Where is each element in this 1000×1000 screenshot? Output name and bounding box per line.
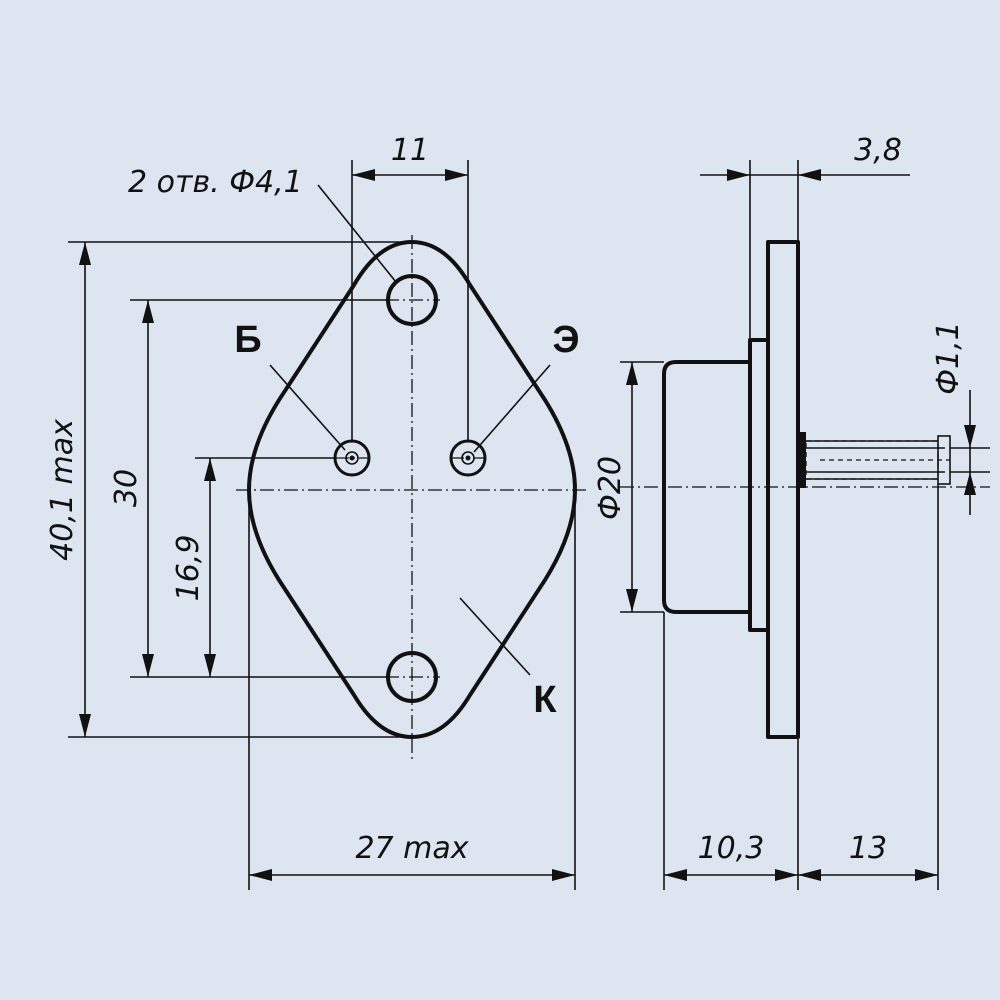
dim-hole-spacing: 11: [352, 133, 468, 181]
dim-mount-spacing-value: 30: [109, 469, 144, 507]
dim-width: 27 max: [249, 831, 575, 881]
dim-cap-diameter: Ф20: [593, 362, 638, 612]
dim-flange-thickness-value: 3,8: [854, 133, 902, 168]
dim-cap-diameter-value: Ф20: [593, 456, 628, 520]
dim-body-depth-value: 10,3: [698, 831, 765, 866]
dim-total-height: 40,1 max: [45, 242, 91, 737]
dim-body-depth: 10,3: [664, 831, 798, 881]
dim-mount-spacing: 30: [109, 300, 154, 677]
front-view: 11 2 отв. Ф4,1 40,1 max 30 16,9: [45, 133, 590, 890]
dim-hole-spacing-value: 11: [391, 133, 429, 168]
pin-stub: [798, 432, 806, 488]
dim-width-value: 27 max: [355, 831, 468, 866]
side-view: 3,8 Ф1,1 Ф20 10,3 13: [593, 133, 990, 890]
dim-pin-offset-value: 16,9: [171, 535, 206, 602]
flange-step: [748, 338, 770, 632]
dim-total-height-value: 40,1 max: [45, 419, 80, 561]
holes-note: 2 отв. Ф4,1: [128, 165, 303, 200]
dim-pin-length-value: 13: [849, 831, 887, 866]
dim-flange-thickness: 3,8: [700, 133, 910, 181]
dim-pin-offset: 16,9: [171, 458, 216, 677]
label-base: Б: [234, 319, 261, 361]
dim-pin-diameter: Ф1,1: [931, 321, 976, 515]
dim-pin-length: 13: [798, 831, 938, 881]
label-emitter: Э: [552, 319, 579, 361]
pin-hidden: [805, 440, 939, 480]
label-collector: К: [533, 679, 557, 721]
dim-pin-diameter-value: Ф1,1: [931, 321, 966, 395]
flange: [766, 240, 800, 739]
